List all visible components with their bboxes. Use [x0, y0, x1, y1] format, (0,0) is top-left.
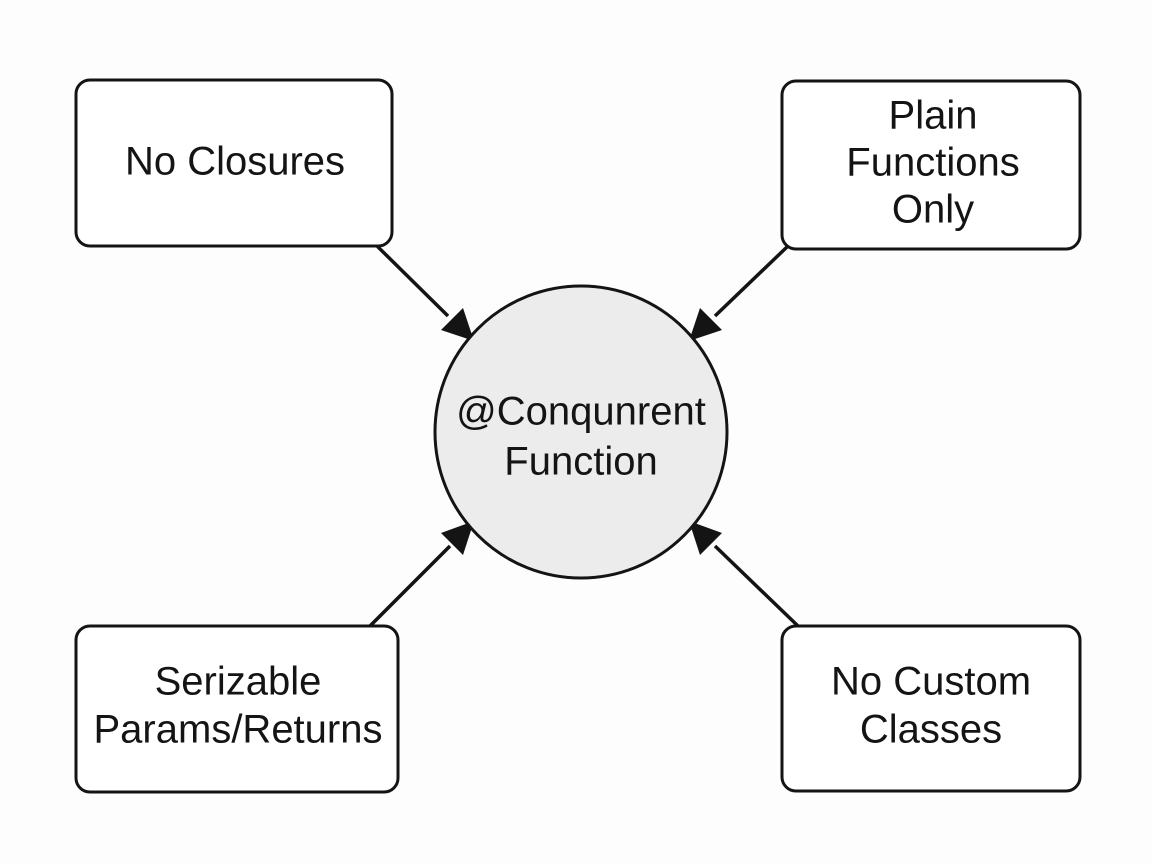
arrow-bottom-right	[689, 521, 800, 628]
arrow-top-right	[689, 244, 790, 341]
node-label-line1: Plain	[889, 94, 978, 138]
node-label: No Closures	[125, 140, 345, 184]
node-plain-functions-only: Plain Functions Only	[780, 79, 1082, 251]
node-label-line2: Functions	[846, 141, 1019, 185]
node-no-custom-classes: No Custom Classes	[780, 624, 1082, 793]
node-box	[780, 79, 1082, 251]
arrows	[368, 242, 800, 628]
node-box	[780, 624, 1082, 793]
node-box	[74, 624, 400, 794]
center-label-line1: @Conqunrent	[456, 390, 706, 434]
node-label-line2: Classes	[860, 708, 1002, 752]
node-no-closures: No Closures	[74, 78, 394, 248]
center-circle	[433, 284, 729, 580]
node-label-line1: Serizable	[155, 660, 322, 704]
center-node: @Conqunrent Function	[433, 284, 729, 580]
arrow-bottom-left	[368, 521, 474, 628]
arrow-top-left	[373, 242, 474, 341]
node-label-line3: Only	[892, 188, 974, 232]
node-label-line1: No Custom	[831, 660, 1031, 704]
center-label-line2: Function	[504, 440, 657, 484]
node-label-line2: Params/Returns	[94, 708, 383, 752]
node-box	[74, 78, 394, 248]
node-serializable-params-returns: Serizable Params/Returns	[74, 624, 400, 794]
